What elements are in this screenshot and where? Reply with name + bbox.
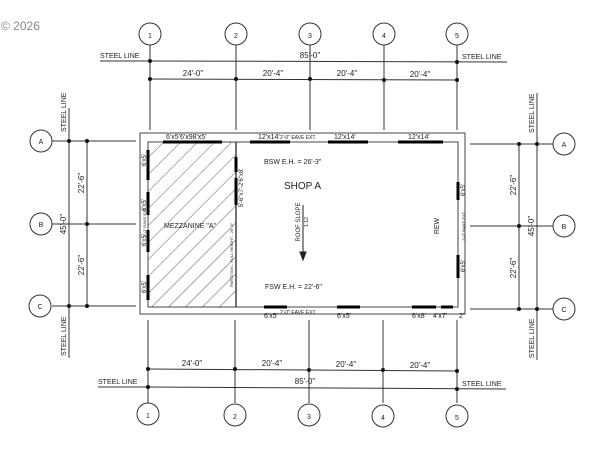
bsw-eave-height: BSW E.H. = 26'-3" (264, 159, 322, 166)
svg-text:20'-4": 20'-4" (410, 70, 431, 79)
rew-label: REW (434, 217, 441, 234)
svg-text:6'x5': 6'x5' (142, 199, 148, 211)
svg-text:22'-6": 22'-6" (77, 255, 86, 276)
svg-text:A: A (39, 139, 44, 146)
svg-text:C: C (561, 307, 566, 314)
svg-text:1: 1 (146, 413, 150, 420)
svg-text:B: B (562, 224, 567, 231)
svg-text:12'x14': 12'x14' (408, 134, 430, 141)
svg-text:4'x7': 4'x7' (433, 313, 447, 320)
partition-openings: 5'-6"x7'-2'6"x8' (239, 169, 245, 208)
svg-text:2'-0" EAVE EXT.: 2'-0" EAVE EXT. (280, 310, 316, 316)
svg-text:6'x5': 6'x5' (461, 260, 467, 272)
svg-text:3: 3 (307, 414, 311, 421)
svg-text:6'x8': 6'x8' (412, 313, 426, 320)
svg-text:12'x14': 12'x14' (334, 134, 356, 141)
svg-text:22'-6": 22'-6" (509, 258, 518, 279)
mezzanine-label: MEZZANINE "A" (164, 223, 217, 230)
svg-text:22'-6": 22'-6" (77, 173, 86, 194)
svg-text:2'-0" EAVE EXT.: 2'-0" EAVE EXT. (280, 135, 316, 141)
svg-text:20'-4": 20'-4" (262, 359, 283, 368)
dimension-dots (67, 59, 539, 391)
svg-text:2: 2 (234, 33, 238, 40)
svg-text:STEEL LINE: STEEL LINE (61, 92, 68, 132)
svg-text:2": 2" (459, 313, 466, 320)
svg-text:24'-0": 24'-0" (183, 69, 204, 78)
svg-text:85'-0": 85'-0" (300, 51, 321, 60)
svg-text:6'x5': 6'x5' (142, 234, 148, 246)
roof-slope-label: ROOF SLOPE (296, 202, 302, 241)
svg-text:3: 3 (308, 33, 312, 40)
svg-text:STEEL LINE: STEEL LINE (98, 379, 138, 386)
svg-text:6'x5': 6'x5' (142, 281, 148, 293)
building-name: SHOP A (284, 181, 321, 192)
svg-text:5: 5 (455, 33, 459, 40)
svg-text:2: 2 (233, 414, 237, 421)
svg-text:22'-6": 22'-6" (509, 175, 518, 196)
svg-text:4: 4 (381, 415, 385, 422)
building-outline (139, 132, 466, 315)
svg-text:STEEL LINE: STEEL LINE (462, 54, 502, 61)
svg-text:20'-4": 20'-4" (263, 69, 284, 78)
svg-text:6'x5': 6'x5' (264, 313, 278, 320)
svg-text:6'x5'6'x98'x5': 6'x5'6'x98'x5' (166, 134, 207, 141)
svg-text:STEEL LINE: STEEL LINE (529, 318, 536, 358)
svg-text:6'x5': 6'x5' (142, 154, 148, 166)
svg-text:C: C (37, 304, 42, 311)
svg-text:6'x5': 6'x5' (337, 313, 351, 320)
fsw-eave-height: FSW E.H. = 22'-6" (265, 284, 322, 291)
grid-bubble-3-bottom (297, 403, 321, 427)
svg-text:20'-4": 20'-4" (337, 69, 358, 78)
svg-text:B: B (39, 222, 44, 229)
svg-text:24'-0": 24'-0" (182, 359, 203, 368)
svg-text:2'-0" RAKE EXT.: 2'-0" RAKE EXT. (142, 207, 147, 237)
svg-text:STEEL LINE: STEEL LINE (61, 316, 68, 356)
svg-text:1: 1 (148, 33, 152, 40)
grid-lines (28, 22, 576, 428)
svg-text:5: 5 (455, 415, 459, 422)
svg-text:2'-0" RAKE EXT.: 2'-0" RAKE EXT. (461, 211, 466, 241)
copyright-text: © 2026 (1, 19, 40, 33)
svg-text:20'-4": 20'-4" (336, 360, 357, 369)
svg-text:85'-0": 85'-0" (295, 377, 316, 386)
svg-text:STEEL LINE: STEEL LINE (529, 93, 536, 133)
svg-text:4: 4 (382, 33, 386, 40)
partition-note: PARTITION - FULL HEIGHT - 26'-3" (229, 222, 234, 287)
mezzanine-hatch (148, 142, 236, 307)
svg-text:45'-0": 45'-0" (527, 216, 536, 237)
svg-text:6'x5': 6'x5' (461, 184, 467, 196)
svg-text:45'-0": 45'-0" (59, 214, 68, 235)
grid-bubble-4-bottom (371, 404, 395, 428)
svg-text:STEEL LINE: STEEL LINE (100, 53, 140, 60)
svg-text:A: A (562, 142, 567, 149)
svg-text:STEEL LINE: STEEL LINE (462, 381, 502, 388)
svg-text:20'-4": 20'-4" (410, 361, 431, 370)
roof-pitch-label: 1:12 (304, 217, 310, 227)
grid-bubble-2-bottom (223, 403, 247, 427)
svg-text:12'x14': 12'x14' (258, 134, 280, 141)
roof-slope-arrow-icon (299, 205, 307, 262)
drawing-labels: 1 2 3 4 5 1 2 3 4 5 A B C A B C STEEL LI… (37, 33, 566, 422)
grid-bubble-5-bottom (445, 404, 469, 428)
